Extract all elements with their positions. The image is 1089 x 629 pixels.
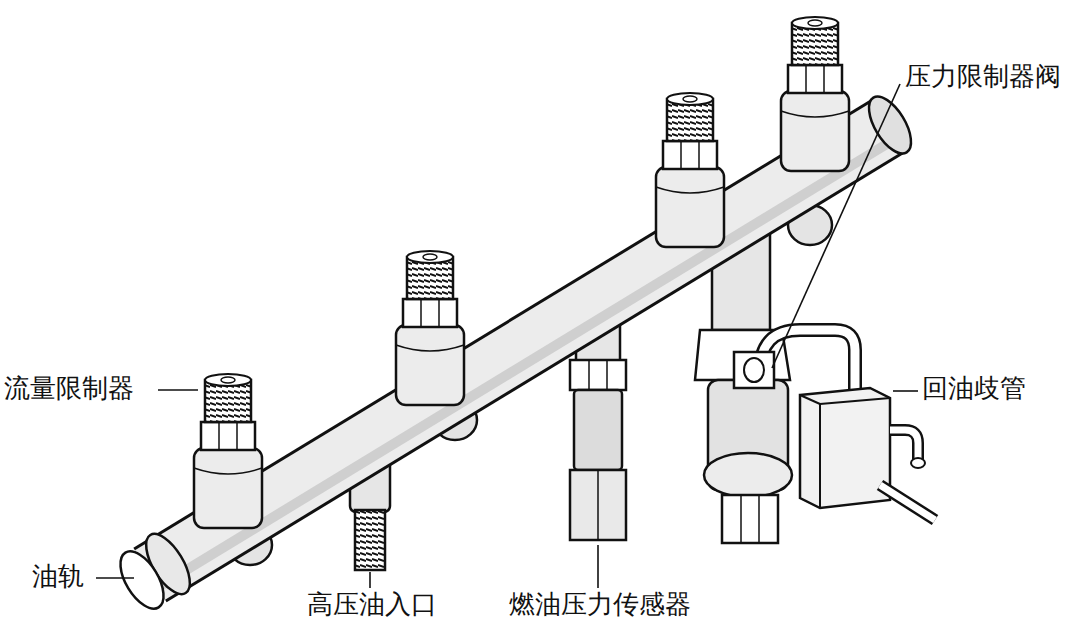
part-label: 燃油压力传感器 <box>507 590 693 619</box>
part-label: 流量限制器 <box>2 374 136 403</box>
part-label: 回油歧管 <box>920 374 1028 403</box>
part-label: 压力限制器阀 <box>903 62 1063 91</box>
part-label: 高压油入口 <box>305 590 439 619</box>
part-label: 油轨 <box>30 562 86 591</box>
leader-lines <box>96 84 918 588</box>
